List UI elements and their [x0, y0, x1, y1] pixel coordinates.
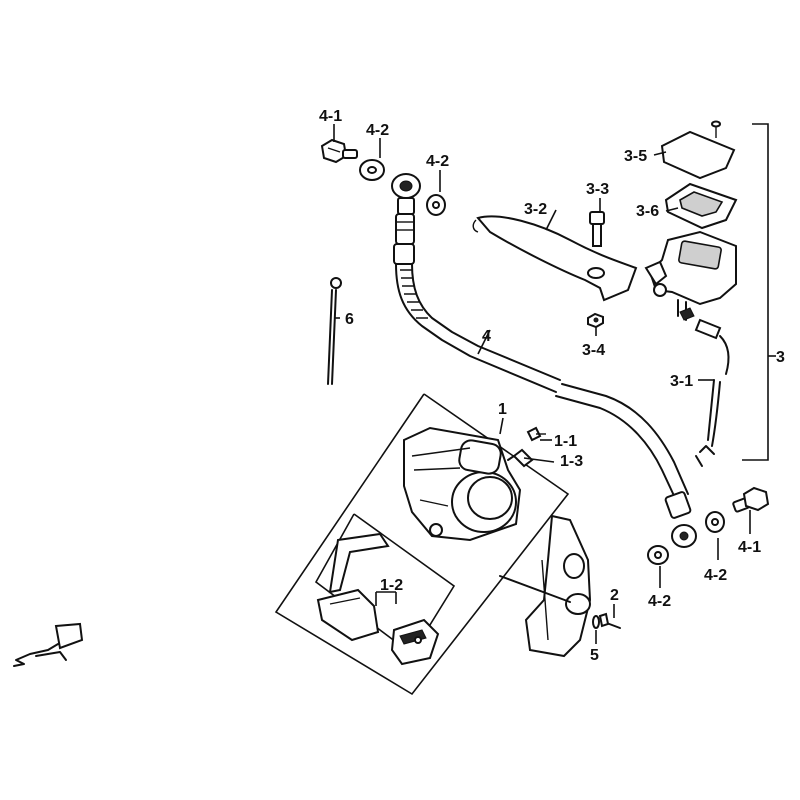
- group-bracket-3: [742, 123, 776, 461]
- callout-1: 1: [498, 401, 507, 418]
- washer-top-a: [359, 159, 385, 181]
- callout-4-2-top-b: 4-2: [426, 153, 449, 170]
- brake-pad: [390, 618, 440, 666]
- callout-3: 3: [776, 349, 785, 366]
- callout-3-1: 3-1: [670, 373, 693, 390]
- callout-3-2: 3-2: [524, 201, 547, 218]
- washer-5: [592, 615, 600, 629]
- brake-hose: [391, 173, 697, 548]
- banjo-bolt-top: [320, 138, 358, 164]
- callout-1-2: 1-2: [380, 577, 403, 594]
- pivot-bolt: [589, 211, 605, 247]
- callout-4: 4: [482, 328, 491, 345]
- bleeder-cap: [507, 448, 534, 468]
- bleeder-screw: [526, 426, 546, 442]
- callout-4-1-bot: 4-1: [738, 539, 761, 556]
- callout-labels: 4-1 4-2 4-2 3-5 3-3 3-2 3-6 6 4 3-4 3 3-…: [319, 108, 785, 664]
- washer-top-b: [426, 194, 446, 216]
- reservoir-gasket: [664, 182, 738, 230]
- pivot-nut: [587, 312, 604, 329]
- callout-2: 2: [610, 587, 619, 604]
- leader-lines: [333, 124, 751, 644]
- callout-3-4: 3-4: [582, 342, 605, 359]
- callout-4-2-top-a: 4-2: [366, 122, 389, 139]
- master-cylinder: [644, 230, 737, 321]
- front-arrow-icon: [13, 622, 84, 667]
- callout-3-5: 3-5: [624, 148, 647, 165]
- callout-4-1-top: 4-1: [319, 108, 342, 125]
- callout-4-2-bot-b: 4-2: [648, 593, 671, 610]
- callout-1-1: 1-1: [554, 433, 577, 450]
- washer-bot-a: [647, 545, 669, 565]
- rod-6: [327, 277, 342, 385]
- callout-1-3: 1-3: [560, 453, 583, 470]
- caliper-body: [403, 426, 522, 542]
- brake-lever: [472, 215, 638, 302]
- reservoir-cap: [660, 120, 736, 180]
- washer-bot-b: [705, 511, 725, 533]
- fork-leg: [499, 514, 592, 658]
- brake-switch: [679, 307, 730, 467]
- callout-3-3: 3-3: [586, 181, 609, 198]
- callout-3-6: 3-6: [636, 203, 659, 220]
- pad-bracket: [316, 532, 390, 642]
- banjo-bolt-bottom: [732, 486, 770, 513]
- mounting-bolt: [598, 612, 621, 629]
- callout-4-2-bot-a: 4-2: [704, 567, 727, 584]
- callout-6: 6: [345, 311, 354, 328]
- callout-5: 5: [590, 647, 599, 664]
